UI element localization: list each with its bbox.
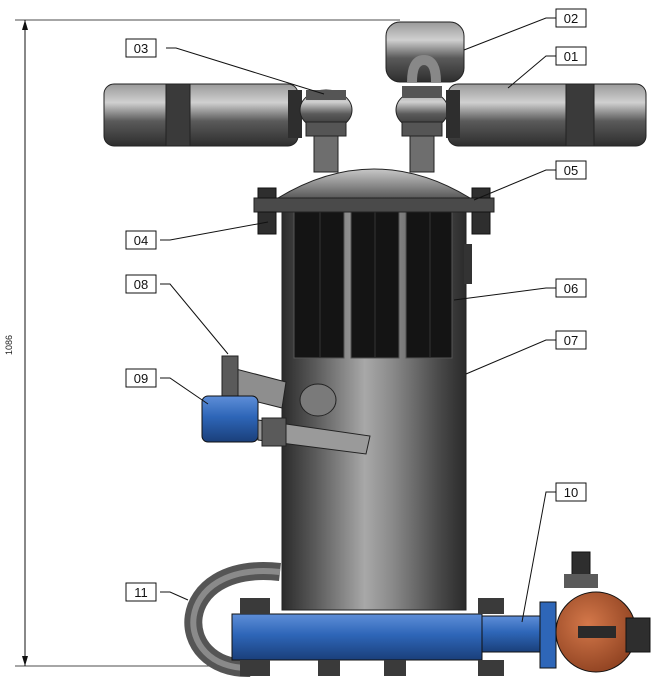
top-motor (385, 21, 465, 83)
right-ball-valve (395, 86, 449, 137)
callout-04: 04 (125, 230, 157, 250)
callout-08: 08 (125, 274, 157, 294)
side-bracket (464, 244, 472, 284)
outlet-pipe (481, 615, 551, 653)
callout-01-label: 01 (564, 49, 578, 64)
callouts (160, 17, 556, 623)
callout-03-label: 03 (134, 41, 148, 56)
bottom-flange-assembly (231, 598, 504, 676)
callout-03: 03 (125, 38, 157, 58)
side-drive-assembly (201, 355, 371, 455)
callout-02: 02 (555, 8, 587, 28)
leader-09 (160, 377, 209, 405)
height-dimension: 1086 (4, 19, 400, 667)
callout-10: 10 (555, 482, 587, 502)
leader-11 (160, 591, 189, 601)
leader-05 (473, 169, 556, 201)
height-dimension-value: 1086 (4, 335, 14, 355)
left-pneumatic-actuator (103, 83, 302, 147)
leader-08 (160, 283, 229, 355)
callout-06: 06 (555, 278, 587, 298)
leader-07 (465, 339, 556, 375)
filter-screen-windows (293, 211, 453, 359)
callout-06-label: 06 (564, 281, 578, 296)
top-flange (253, 197, 495, 213)
top-cover-dome (276, 168, 472, 199)
callout-09-label: 09 (134, 371, 148, 386)
leader-04 (160, 221, 269, 241)
callout-11-label: 11 (134, 585, 148, 600)
callout-04-label: 04 (134, 233, 148, 248)
callout-05: 05 (555, 160, 587, 180)
callout-10-label: 10 (564, 485, 578, 500)
leader-01 (507, 55, 556, 89)
callout-09: 09 (125, 368, 157, 388)
inspection-port (299, 383, 337, 417)
callout-07: 07 (555, 330, 587, 350)
right-pneumatic-actuator (446, 83, 647, 147)
callout-07-label: 07 (564, 333, 578, 348)
outlet-control-valve (555, 551, 651, 673)
leader-02 (463, 17, 556, 51)
leader-03 (166, 47, 325, 95)
top-flange-bolts (257, 187, 491, 235)
left-ball-valve (299, 89, 353, 137)
callout-01: 01 (555, 46, 587, 66)
leader-10 (521, 491, 556, 623)
callout-05-label: 05 (564, 163, 578, 178)
leader-06 (453, 287, 556, 301)
callout-11: 11 (125, 582, 157, 602)
callout-02-label: 02 (564, 11, 578, 26)
callout-08-label: 08 (134, 277, 148, 292)
